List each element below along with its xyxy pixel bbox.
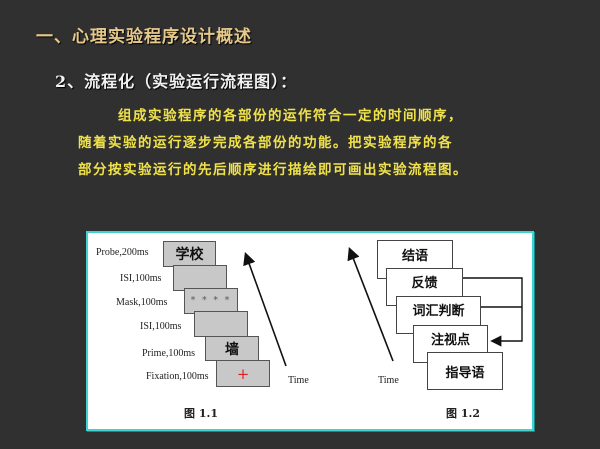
step-text: 反馈 bbox=[411, 276, 438, 291]
paragraph-line: 随着实验的运行逐步完成各部份的功能。把实验程序的各 bbox=[78, 135, 453, 151]
figure-caption: 图 1.1 bbox=[184, 407, 218, 420]
probe-screen: 学校 bbox=[163, 241, 216, 267]
prime-screen: 墙 bbox=[205, 336, 259, 361]
step-label: Probe,200ms bbox=[96, 247, 149, 258]
step-text: 注视点 bbox=[430, 333, 470, 348]
mask-screen: * * * * bbox=[184, 288, 238, 314]
time-axis-label: Time bbox=[288, 375, 309, 386]
section-heading: 一、心理实验程序设计概述 bbox=[36, 27, 252, 47]
step-box-instructions: 指导语 bbox=[427, 352, 503, 390]
step-label: ISI,100ms bbox=[140, 321, 182, 332]
paragraph-line: 部分按实验运行的先后顺序进行描绘即可画出实验流程图。 bbox=[78, 162, 468, 178]
step-label: Mask,100ms bbox=[116, 297, 168, 308]
isi-screen bbox=[173, 265, 227, 291]
time-axis-label: Time bbox=[378, 375, 399, 386]
time-arrow-icon bbox=[243, 251, 287, 367]
step-label: Prime,100ms bbox=[142, 348, 196, 359]
flowchart-figure-frame: Probe,200ms ISI,100ms Mask,100ms ISI,100… bbox=[86, 231, 534, 431]
step-text: 结语 bbox=[401, 249, 428, 264]
loop-arrow-icon bbox=[463, 277, 523, 347]
probe-word: 学校 bbox=[175, 247, 204, 263]
description-paragraph: 组成实验程序的各部份的运作符合一定的时间顺序， 随着实验的运行逐步完成各部份的功… bbox=[78, 103, 578, 184]
paragraph-line: 组成实验程序的各部份的运作符合一定的时间顺序， bbox=[118, 108, 463, 124]
diagram-arrows bbox=[243, 247, 523, 367]
time-arrow-icon bbox=[347, 247, 394, 362]
step-text: 词汇判断 bbox=[412, 304, 465, 319]
fixation-screen: + bbox=[216, 360, 270, 387]
prime-word: 墙 bbox=[225, 341, 239, 358]
isi-screen bbox=[194, 311, 248, 337]
step-label: ISI,100ms bbox=[120, 273, 162, 284]
subsection-heading: 2、流程化（实验运行流程图）： bbox=[55, 72, 298, 91]
figure-caption: 图 1.2 bbox=[446, 407, 480, 420]
fixation-cross-icon: + bbox=[236, 364, 250, 383]
mask-stars: * * * * bbox=[190, 296, 232, 306]
step-text: 指导语 bbox=[445, 365, 485, 381]
step-label: Fixation,100ms bbox=[146, 371, 209, 382]
